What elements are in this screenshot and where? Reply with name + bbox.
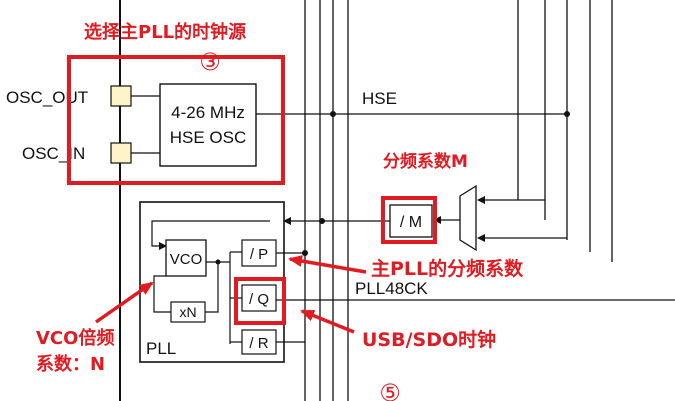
pll-input-wire <box>151 220 270 250</box>
vertical-bus-lines <box>304 0 613 401</box>
annotation-main-pll-clock-source: 选择主PLL的时钟源 <box>84 21 246 43</box>
pll-source-mux <box>459 184 477 252</box>
vco-to-xn-wire <box>205 262 219 313</box>
hse-freq-label: 4-26 MHz <box>171 103 245 122</box>
hse-signal-label: HSE <box>362 89 397 108</box>
hse-osc-block <box>159 83 257 167</box>
osc-in-label: OSC_IN <box>22 144 85 163</box>
pll-title: PLL <box>146 339 176 358</box>
hse-junction-dot-2 <box>564 111 570 117</box>
div-p-label: / P <box>250 246 268 263</box>
vco-label: VCO <box>170 251 203 268</box>
div-q-highlight <box>234 277 286 325</box>
annotation-main-pll-divider: 主PLL的分频系数 <box>371 257 524 280</box>
vco-multiplier-arrow <box>94 281 154 324</box>
div-q-box <box>241 284 277 312</box>
annotation-divider-m: 分频系数M <box>383 151 468 172</box>
hse-junction-dot <box>330 111 336 117</box>
feedback-wire <box>153 275 171 313</box>
osc-out-pin <box>110 85 132 107</box>
hse-name-label: HSE OSC <box>170 128 247 147</box>
xn-label: xN <box>179 304 196 320</box>
marker-five: ⑤ <box>379 379 401 401</box>
osc-in-pin <box>110 142 132 164</box>
annotation-vco-multiplier-line1: VCO倍频 <box>36 327 114 349</box>
main-pll-divider-arrow <box>288 255 367 274</box>
div-q-label: / Q <box>249 291 269 308</box>
osc-out-label: OSC_OUT <box>6 88 88 107</box>
marker-three: ③ <box>199 48 221 76</box>
div-p-box <box>241 239 277 267</box>
p-output-dot <box>302 250 308 256</box>
annotation-vco-multiplier-line2: 系数：N <box>36 353 105 375</box>
vco-box <box>165 239 207 277</box>
usb-clock-arrow <box>300 309 355 334</box>
pll48ck-label: PLL48CK <box>355 279 428 298</box>
m-junction-dot <box>319 218 325 224</box>
hse-source-highlight <box>67 55 285 185</box>
divider-m-highlight <box>381 196 437 244</box>
div-r-box <box>241 329 277 355</box>
div-r-label: / R <box>249 335 268 352</box>
annotation-usb-sdio-clock: USB/SDO时钟 <box>362 328 496 351</box>
vco-output-dot <box>215 259 221 265</box>
divider-m-label: / M <box>400 214 422 231</box>
